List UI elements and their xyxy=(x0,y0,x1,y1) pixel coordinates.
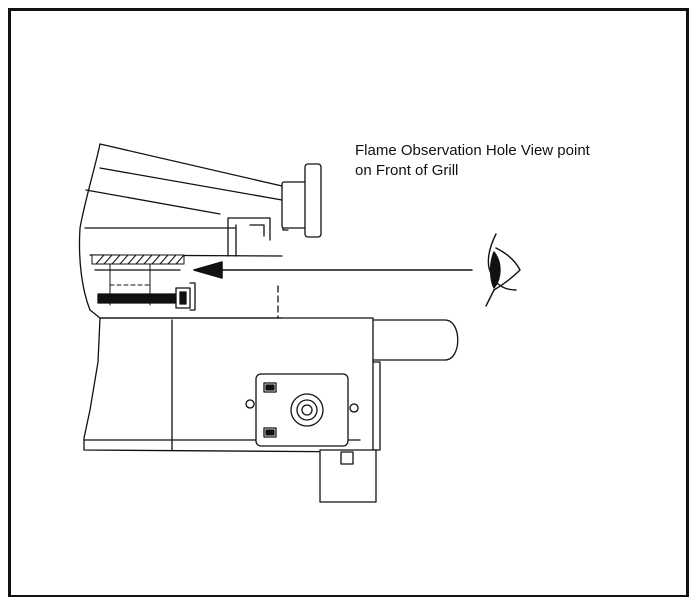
control-panel xyxy=(245,373,359,447)
grill-rail xyxy=(97,282,196,311)
view-point-label-line1: Flame Observation Hole View point xyxy=(355,142,590,159)
eye-icon xyxy=(485,233,521,307)
hood-knob xyxy=(281,163,322,238)
view-point-label: Flame Observation Hole View point on Fro… xyxy=(355,141,675,181)
valve-bracket xyxy=(227,217,279,319)
gas-box xyxy=(319,449,377,503)
arrow-left-icon xyxy=(193,261,473,279)
side-handle xyxy=(372,319,459,451)
grill-hood xyxy=(78,143,289,319)
view-point-label-line2: on Front of Grill xyxy=(355,162,459,179)
burner-tube xyxy=(91,254,185,306)
